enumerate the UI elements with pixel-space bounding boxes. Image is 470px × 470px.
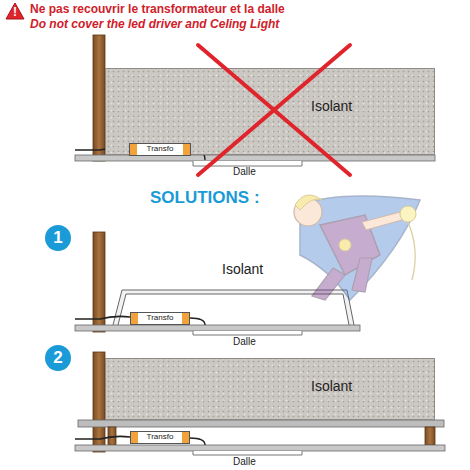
panel-wrong: [75, 35, 435, 166]
leg: [352, 258, 372, 292]
triangle-shape: [6, 3, 24, 19]
light-bulb: [400, 206, 416, 222]
led-driver-box: Transfo: [129, 143, 191, 156]
node-text: Transfo: [147, 433, 174, 442]
part-label: Dalle: [233, 456, 256, 467]
part-label: Dalle: [233, 166, 256, 177]
node-text: 2: [53, 349, 62, 368]
support-board: [78, 420, 444, 427]
insulation-block: IsolantTransfo: [105, 68, 435, 155]
ceiling-board: [75, 445, 445, 451]
ceiling-panel: [193, 161, 302, 166]
ceiling-board: [75, 325, 360, 331]
section-heading: SOLUTIONS :: [150, 189, 260, 208]
arm: [362, 212, 402, 230]
wall-post: [93, 232, 105, 332]
node-text: Transfo: [147, 145, 174, 154]
wire: [75, 436, 130, 439]
node-text: Isolant: [311, 99, 352, 114]
node-text: 1: [53, 229, 62, 248]
warning-triangle: !: [5, 2, 25, 20]
wood-post: [425, 427, 435, 445]
ceiling-panel: [193, 451, 302, 455]
step-number: 1: [45, 225, 71, 251]
chest-emblem: [339, 239, 351, 251]
wall-post: [93, 35, 105, 161]
node-text: !: [13, 6, 17, 20]
panel-solution-2: [75, 352, 445, 455]
wire: [190, 318, 205, 325]
hair: [295, 195, 322, 210]
bulb-cord: [408, 222, 415, 280]
warning-title: Ne pas recouvrir le transformateur et la…: [30, 3, 285, 16]
superhero-mascot: [294, 195, 420, 300]
insulation-block: Isolant: [105, 358, 435, 420]
wall-post: [93, 352, 105, 452]
wire: [75, 316, 130, 319]
protective-cover-inner: [118, 294, 349, 325]
wire: [190, 438, 205, 445]
node-text: Isolant: [311, 379, 352, 394]
warning-subtitle: Do not cover the led driver and Celing L…: [30, 18, 279, 31]
leg: [312, 268, 345, 300]
ceiling-panel: [193, 331, 302, 335]
node-text: Transfo: [147, 314, 174, 323]
led-driver-box: Transfo: [130, 312, 190, 325]
part-label: Isolant: [222, 262, 263, 277]
part-label: Dalle: [233, 336, 256, 347]
step-number: 2: [45, 345, 71, 371]
led-driver-box: Transfo: [130, 431, 190, 444]
